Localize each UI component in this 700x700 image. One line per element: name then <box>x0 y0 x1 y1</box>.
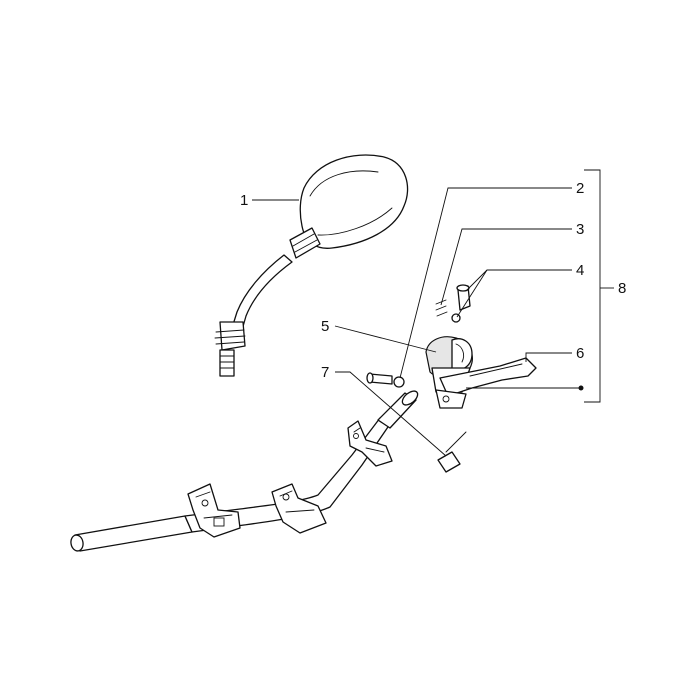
callout-3: 3 <box>576 221 584 238</box>
callout-4: 4 <box>576 262 584 279</box>
callout-labels: 1 2 3 4 5 6 7 8 <box>240 180 626 381</box>
callout-7: 7 <box>321 364 329 381</box>
callout-1: 1 <box>240 192 248 209</box>
leader-6 <box>525 352 572 362</box>
lever-assembly <box>366 284 537 473</box>
leader-4a <box>465 269 572 292</box>
handlebar <box>70 390 419 552</box>
callout-8: 8 <box>618 280 626 297</box>
leader-7 <box>335 371 447 457</box>
leader-lines <box>252 169 614 457</box>
leader-8-dot-marker <box>578 385 584 391</box>
leader-5 <box>334 325 437 353</box>
leader-4b <box>456 269 488 318</box>
leader-2 <box>399 187 572 379</box>
assembly-bracket <box>584 169 601 403</box>
callout-2: 2 <box>576 180 584 197</box>
callout-6: 6 <box>576 345 584 362</box>
mirror <box>214 154 409 377</box>
callout-5: 5 <box>321 318 329 335</box>
leader-3 <box>440 228 572 306</box>
